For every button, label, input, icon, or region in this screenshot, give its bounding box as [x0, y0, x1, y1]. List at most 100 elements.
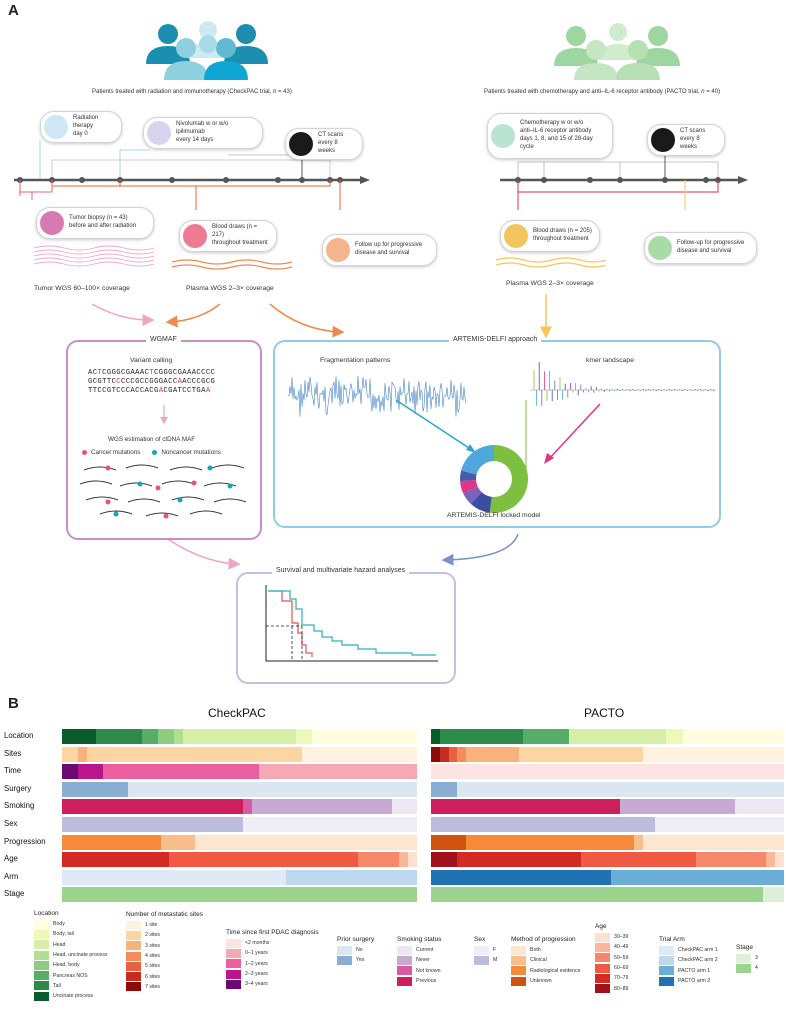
- legend-label: 0–1 years: [245, 950, 268, 957]
- donut-slice: [470, 492, 492, 513]
- sequence-segment: CGGGCGAAACCCC: [154, 369, 216, 377]
- legend-item: Current: [397, 945, 441, 955]
- row-label-progression: Progression: [4, 836, 46, 846]
- legend-label: 4 sites: [145, 953, 160, 960]
- legend-swatch: [595, 973, 610, 983]
- sequence-segment: GCGTTC: [88, 378, 117, 386]
- legend-swatch: [397, 966, 412, 976]
- bar-segment: [766, 852, 776, 868]
- bar-segment: [568, 729, 667, 744]
- fragmentation-trace: [288, 375, 467, 417]
- legend-label: <2 months: [245, 940, 270, 947]
- bar-segment: [431, 869, 612, 885]
- legend-item: Yes: [337, 955, 374, 965]
- bar-segment: [611, 869, 784, 885]
- legend-swatch: [595, 932, 610, 942]
- row-label-smoking: Smoking: [4, 801, 35, 811]
- sequence-line-1: ACTCGGGCGAAACTCGGGCGAAACCCC: [88, 369, 215, 378]
- bar-segment: [77, 764, 104, 780]
- pacto-patients-icon: [554, 23, 680, 80]
- chemo-antibody-icon: [491, 124, 515, 148]
- bar-segment: [431, 746, 441, 762]
- bar-segment: [431, 887, 764, 903]
- checkpac-bar-sex: [62, 817, 417, 832]
- kaplan-meier-plot: [265, 585, 438, 662]
- legend-swatch: [511, 966, 526, 976]
- biopsy-callout: Tumor biopsy (n = 43) before and after r…: [36, 207, 154, 239]
- legend-label: 4: [755, 965, 758, 972]
- legend-label: Head, uncinate process: [53, 952, 108, 959]
- bar-segment: [408, 852, 417, 868]
- legend-item: F: [474, 945, 497, 955]
- legend-label: 30–39: [614, 934, 629, 941]
- radiation-callout: Radiation therapy day 0: [40, 111, 122, 143]
- locked-model-donut: [460, 445, 528, 513]
- reads-illustration: [80, 464, 247, 519]
- legend-swatch: [474, 945, 489, 955]
- legend-item: 7 sites: [126, 982, 203, 992]
- radiation-icon: [44, 115, 68, 139]
- tumor-coverage-label: Tumor WGS 60–100× coverage: [34, 285, 130, 292]
- legend-label: 2–3 years: [245, 971, 268, 978]
- legend-swatch: [126, 982, 141, 992]
- noncancer-mutation-dot: [152, 450, 158, 455]
- legend-item: 80–89: [595, 983, 628, 994]
- locked-model-label: ARTEMIS-DELFI locked model: [447, 512, 541, 519]
- bar-segment: [312, 729, 417, 744]
- chemo-callout: Chemotherapy w or w/o anti–IL-6 receptor…: [487, 113, 613, 159]
- legend-item: 4: [736, 963, 758, 973]
- bar-segment: [62, 852, 169, 868]
- pacto-bar-smoking: [431, 799, 784, 815]
- legend-label: Head, body: [53, 962, 80, 969]
- legend-label: PACTO arm 1: [678, 967, 711, 974]
- bar-segment: [62, 834, 162, 850]
- bar-segment: [431, 799, 621, 815]
- legend-title: Prior surgery: [337, 936, 375, 943]
- legend-title: Number of metastatic sites: [126, 911, 203, 918]
- report-icon: [326, 238, 350, 262]
- bar-segment: [466, 746, 520, 762]
- blood-tube-icon: [183, 224, 207, 248]
- mutation-legend: Cancer mutations Noncancer mutations: [82, 449, 221, 456]
- checkpac-bar-smoking: [62, 799, 417, 815]
- legend-label: 7 sites: [145, 983, 160, 990]
- legend-title: Trial Arm: [659, 936, 685, 943]
- legend-swatch: [595, 953, 610, 963]
- legend-item: CheckPAC arm 2: [659, 955, 718, 965]
- legend-label: 70–79: [614, 975, 629, 982]
- legend-item: 70–79: [595, 973, 628, 983]
- legend-swatch: [595, 984, 610, 994]
- kmer-label: kmer landscape: [586, 357, 634, 364]
- checkpac-followup-callout: Follow up for progressive disease and su…: [322, 234, 437, 266]
- legend-item: Never: [397, 955, 441, 965]
- legend-item: 1–2 years: [226, 959, 319, 969]
- legend-label: M: [493, 957, 498, 964]
- legend-label: 2 sites: [145, 932, 160, 939]
- bar-segment: [62, 869, 287, 885]
- legend-swatch: [126, 951, 141, 961]
- ct-scan-icon: [289, 132, 313, 156]
- legend-swatch: [34, 971, 49, 981]
- pacto-followup-callout: Follow-up for progressive disease and su…: [644, 232, 757, 264]
- bar-segment: [619, 799, 736, 815]
- bar-segment: [251, 799, 393, 815]
- row-label-sites: Sites: [4, 748, 22, 758]
- legend-item: Head, body: [34, 960, 108, 970]
- legend-label: CheckPAC arm 2: [678, 957, 718, 964]
- legend-time-since-first-pdac-diagnosis: Time since first PDAC diagnosis<2 months…: [226, 929, 319, 989]
- bar-segment: [62, 781, 129, 797]
- legend-item: 5 sites: [126, 961, 203, 971]
- bar-segment: [392, 799, 417, 815]
- legend-label: Tail: [53, 982, 61, 989]
- variant-base: T: [149, 369, 155, 377]
- legend-swatch: [126, 961, 141, 971]
- pacto-bar-time: [431, 764, 784, 780]
- bar-segment: [762, 887, 784, 903]
- tissue-icon: [40, 211, 64, 235]
- bar-segment: [431, 852, 458, 868]
- legend-swatch: [397, 945, 412, 955]
- legend-swatch: [126, 930, 141, 940]
- legend-label: F: [493, 947, 497, 954]
